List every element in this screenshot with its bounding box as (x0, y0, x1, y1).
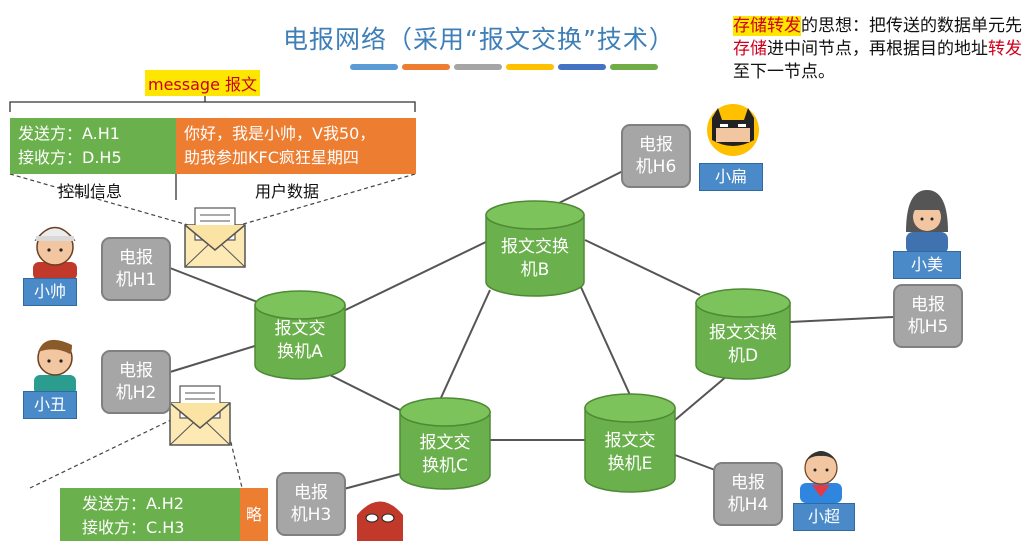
switch-a (254, 290, 346, 380)
switch-d (695, 288, 791, 380)
person-avatar-icon (707, 104, 759, 156)
switch-b-label-line-2: 机B (520, 260, 550, 280)
message-1-control: 发送方：A.H1 接收方：D.H5 (10, 118, 176, 174)
switch-b-label: 报文交换 机B (486, 236, 584, 282)
host-h2-line-2: 机H2 (115, 383, 157, 403)
host-h1-line-1: 电报 (118, 248, 153, 268)
message-1: 发送方：A.H1 接收方：D.H5 你好，我是小帅，V我50， 助我参加KFC疯… (10, 118, 416, 174)
desc-store: 存储 (733, 39, 767, 59)
link-d-h5 (789, 316, 894, 323)
switch-c-label-line-2: 换机C (422, 456, 468, 476)
host-h3-line-1: 电报 (293, 483, 328, 503)
message-2: 发送方：A.H2 接收方：C.H3 略 (60, 488, 268, 541)
person-tag-xiaobian: 小扁 (699, 163, 763, 191)
envelope-icon (184, 207, 246, 268)
switch-a-label-line-1: 报文交 (274, 319, 326, 339)
host-h2: 电报机H2 (101, 350, 171, 414)
switch-d-label-line-2: 机D (727, 346, 759, 366)
person-tag-xiaochao: 小超 (793, 503, 855, 531)
host-h5-line-2: 机H5 (907, 317, 949, 337)
user-data-label: 用户数据 (255, 182, 320, 201)
message-2-user-data: 略 (240, 488, 268, 541)
highlight-store-forward: 存储转发 (733, 16, 801, 36)
host-h1: 电报机H1 (101, 237, 171, 301)
link-b-d (584, 239, 701, 296)
page-title: 电报网络（采用“报文交换”技术） (283, 25, 675, 54)
title-colorbar-green (610, 64, 658, 70)
host-h1-line-2: 机H1 (115, 270, 157, 290)
host-h4-line-2: 机H4 (727, 495, 769, 515)
host-h6: 电报机H6 (621, 124, 691, 188)
person-tag-xiaochou: 小丑 (23, 391, 77, 419)
title-colorbar-yellow (506, 64, 554, 70)
person-avatar-icon (33, 226, 77, 280)
title-colorbar-gray (454, 64, 502, 70)
switch-d-label-line-1: 报文交换 (709, 323, 777, 343)
switch-b-label-line-1: 报文交换 (501, 237, 569, 257)
link-b-c (439, 289, 491, 401)
desc-forward: 转发 (988, 39, 1022, 59)
message-1-receiver: 接收方：D.H5 (18, 148, 122, 167)
switch-e-label: 报文交 换机E (585, 430, 675, 476)
person-avatar-icon (800, 451, 842, 503)
host-h2-line-1: 电报 (118, 361, 153, 381)
link-a-b (334, 239, 491, 316)
host-h5-line-1: 电报 (910, 295, 945, 315)
message-1-user-line-2: 助我参加KFC疯狂星期四 (184, 148, 359, 167)
person-avatar-icon (906, 190, 948, 254)
title-colorbar-orange (402, 64, 450, 70)
message-2-control: 发送方：A.H2 接收方：C.H3 (60, 488, 240, 541)
message-1-user-line-1: 你好，我是小帅，V我50， (184, 124, 376, 143)
switch-c (399, 397, 491, 490)
host-h4-line-1: 电报 (730, 473, 765, 493)
switch-b (485, 200, 585, 297)
message-1-user-data: 你好，我是小帅，V我50， 助我参加KFC疯狂星期四 (176, 118, 416, 174)
host-h6-line-1: 电报 (638, 135, 673, 155)
title-colorbar-blue (350, 64, 398, 70)
message-2-omitted: 略 (246, 504, 263, 524)
link-a-c (319, 369, 411, 416)
switch-e-label-line-2: 换机E (607, 454, 653, 474)
switch-e (584, 393, 676, 493)
link-e-h4 (674, 454, 716, 471)
host-h4: 电报机H4 (713, 462, 783, 526)
desc-part-1: 的思想：把传送的数据单元先 (801, 16, 1022, 36)
person-tag-xiaoshuai: 小帅 (23, 278, 77, 306)
envelope-icon (169, 385, 231, 446)
switch-a-label-line-2: 换机A (277, 342, 323, 362)
desc-part-2: 进中间节点，再根据目的地址 (767, 39, 988, 59)
switch-c-label: 报文交 换机C (400, 432, 490, 478)
message-2-sender: 发送方：A.H2 (82, 494, 184, 513)
person-avatar-icon (357, 501, 403, 541)
message-tag: message 报文 (145, 70, 260, 96)
person-tag-xiaomei: 小美 (893, 251, 961, 279)
person-avatar-icon (34, 339, 76, 395)
host-h3-line-2: 机H3 (290, 505, 332, 525)
title-colorbar-darkblue (558, 64, 606, 70)
host-h5: 电报机H5 (893, 284, 963, 348)
link-h2-a (169, 344, 259, 373)
desc-part-3: 至下一节点。 (733, 62, 835, 82)
link-h1-a (169, 267, 266, 306)
switch-c-label-line-1: 报文交 (419, 433, 471, 453)
message-2-receiver: 接收方：C.H3 (82, 518, 185, 537)
host-h6-line-2: 机H6 (635, 157, 677, 177)
host-h3: 电报机H3 (276, 472, 346, 536)
control-info-label: 控制信息 (58, 182, 123, 201)
switch-a-label: 报文交 换机A (255, 318, 345, 364)
link-b-h6 (554, 169, 626, 206)
switch-e-label-line-1: 报文交 (604, 431, 656, 451)
link-b-e (579, 284, 631, 396)
message-1-sender: 发送方：A.H1 (18, 124, 120, 143)
store-and-forward-description: 存储转发的思想：把传送的数据单元先存储进中间节点，再根据目的地址转发至下一节点。 (733, 15, 1023, 84)
switch-d-label: 报文交换 机D (696, 322, 790, 368)
